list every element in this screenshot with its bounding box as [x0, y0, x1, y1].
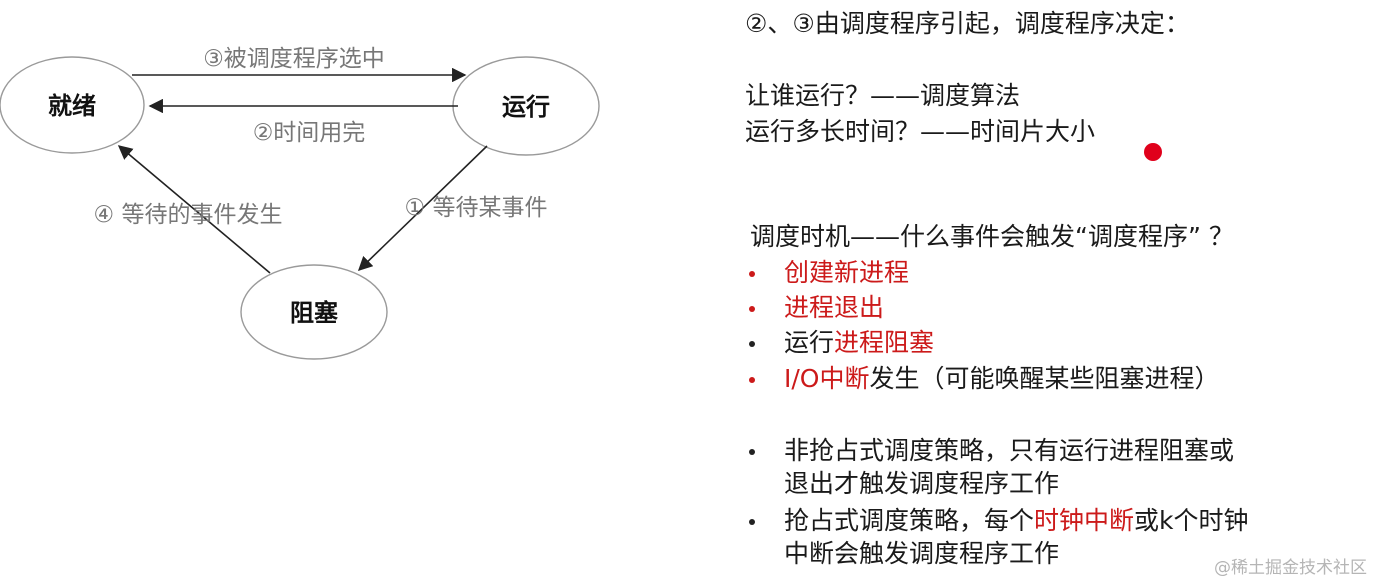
notes-heading: ②、③由调度程序引起，调度程序决定：	[745, 9, 1190, 38]
timing-title: 调度时机——什么事件会触发“调度程序” ？	[750, 222, 1234, 251]
node-running-label: 运行	[502, 93, 550, 121]
bullet-nonpreemptive-line1: 非抢占式调度策略，只有运行进程阻塞或	[784, 436, 1235, 465]
bullet-create-process: 创建新进程	[784, 258, 910, 287]
bullet-preemptive-line2: 中断会触发调度程序工作	[784, 539, 1060, 568]
edge-label-selected: ③被调度程序选中	[203, 46, 385, 72]
process-state-diagram: 就绪 运行 阻塞 ③被调度程序选中 ②时间用完 ① 等待某事件 ④ 等待的事件发…	[0, 46, 600, 360]
bullet-dot	[749, 519, 755, 525]
node-ready-label: 就绪	[48, 92, 96, 120]
bullet-io-interrupt-highlight: I/O中断	[784, 364, 870, 393]
laser-pointer-dot	[1144, 143, 1162, 161]
bullet-io-interrupt: I/O中断发生（可能唤醒某些阻塞进程）	[784, 361, 1220, 397]
bullet-dot	[749, 341, 755, 347]
edge-blocked-to-ready	[117, 145, 271, 274]
edge-running-to-blocked	[357, 145, 488, 272]
bullet-dot	[749, 271, 755, 277]
bullet-dot	[749, 449, 755, 455]
watermark: @稀土掘金技术社区	[1214, 558, 1367, 578]
edge-label-event-occurs: ④ 等待的事件发生	[94, 202, 283, 228]
bullet-preemptive-suffix: 或k个时钟	[1134, 506, 1249, 535]
node-blocked: 阻塞	[240, 264, 388, 360]
bullet-preemptive-highlight: 时钟中断	[1034, 506, 1135, 535]
node-running: 运行	[452, 56, 600, 156]
bullet-process-block-highlight: 进程阻塞	[834, 328, 935, 357]
node-ready: 就绪	[0, 56, 145, 154]
bullet-process-block-prefix: 运行	[784, 328, 835, 357]
bullet-process-block: 运行进程阻塞	[784, 325, 934, 361]
bullet-preemptive-prefix: 抢占式调度策略，每个	[784, 506, 1035, 535]
bullet-dot	[749, 306, 755, 312]
bullet-dot	[749, 377, 755, 383]
edge-label-timeout: ②时间用完	[253, 120, 366, 146]
bullet-process-exit: 进程退出	[784, 293, 885, 322]
question-who-runs: 让谁运行？——调度算法	[745, 81, 1021, 110]
question-how-long: 运行多长时间？——时间片大小	[745, 117, 1096, 146]
edge-label-wait-event: ① 等待某事件	[405, 195, 548, 221]
bullet-io-interrupt-suffix: 发生（可能唤醒某些阻塞进程）	[869, 364, 1220, 393]
node-blocked-label: 阻塞	[290, 299, 338, 327]
bullet-nonpreemptive-line2: 退出才触发调度程序工作	[784, 469, 1060, 498]
bullet-preemptive-line1: 抢占式调度策略，每个时钟中断或k个时钟	[784, 503, 1249, 539]
